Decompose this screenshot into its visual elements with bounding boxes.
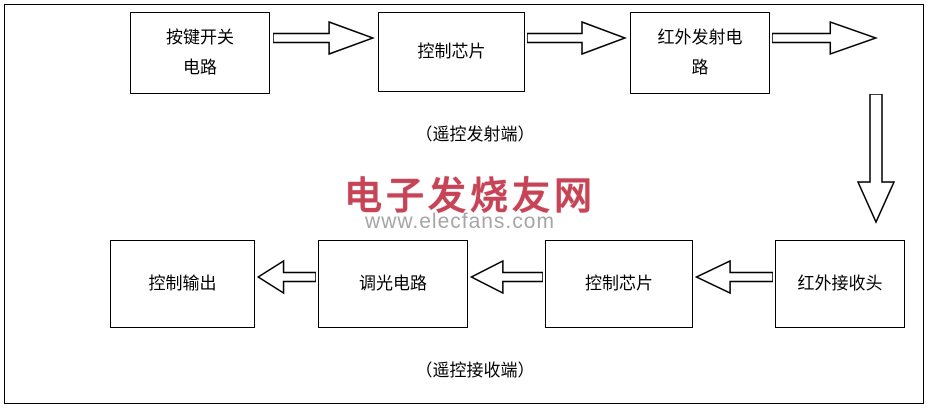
box-label: 控制芯片 — [417, 42, 486, 61]
watermark-url: www.elecfans.com — [365, 210, 555, 233]
box-label: 调光电路 — [359, 274, 427, 293]
arrow-down-icon — [856, 94, 896, 224]
arrow-left-icon — [257, 259, 316, 295]
box-label: 红外接收头 — [797, 274, 883, 293]
box-control-chip-rx: 控制芯片 — [545, 240, 693, 328]
box-control-output: 控制输出 — [110, 240, 255, 328]
box-ir-transmit-circuit: 红外发射电 路 — [630, 12, 770, 94]
box-label: 控制输出 — [148, 274, 217, 293]
box-label: 控制芯片 — [585, 274, 653, 293]
box-label: 红外发射电 路 — [657, 28, 743, 77]
arrow-right-icon — [772, 20, 878, 56]
caption-receiver: （遥控接收端） — [415, 361, 535, 380]
box-button-switch-circuit: 按键开关 电路 — [130, 12, 270, 94]
arrow-right-icon — [527, 20, 627, 56]
watermark-title: 电子发烧友网 — [343, 176, 596, 218]
diagram-border — [4, 4, 924, 404]
arrow-right-icon — [273, 20, 375, 56]
box-dimming-circuit: 调光电路 — [318, 240, 468, 328]
box-ir-receiver: 红外接收头 — [775, 240, 905, 328]
box-control-chip-tx: 控制芯片 — [378, 12, 525, 92]
arrow-left-icon — [470, 259, 543, 295]
caption-transmitter: （遥控发射端） — [415, 125, 535, 144]
arrow-left-icon — [695, 259, 773, 295]
box-label: 按键开关 电路 — [166, 28, 234, 77]
